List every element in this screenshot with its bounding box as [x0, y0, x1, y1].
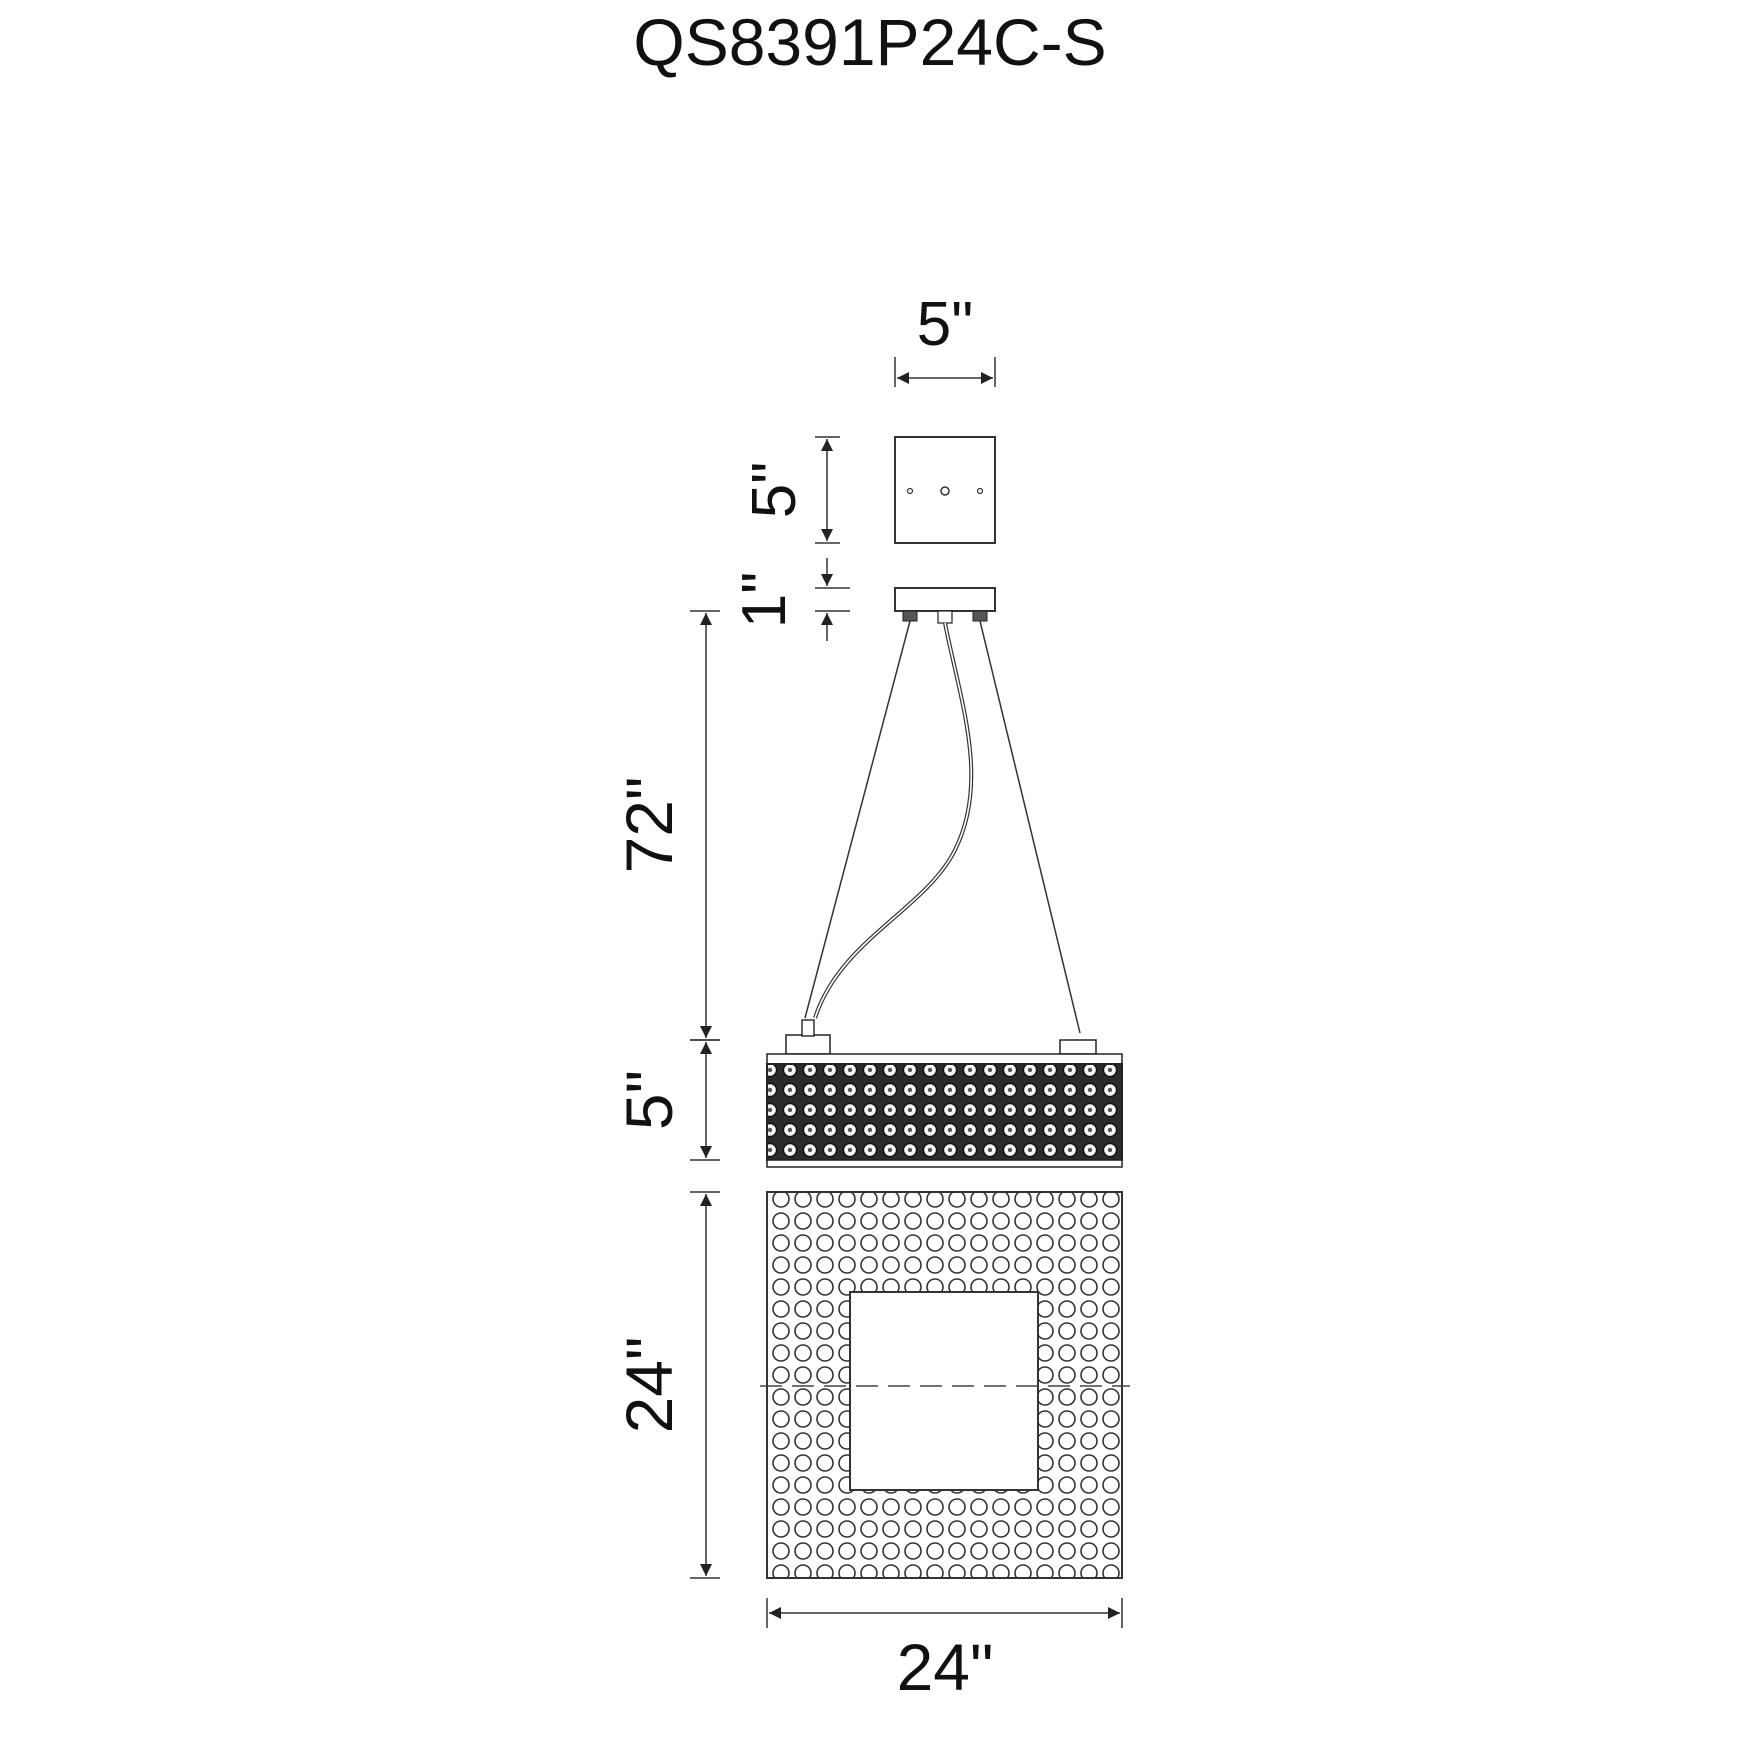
canopy-depth-label: 5"	[740, 462, 809, 519]
fixture-depth-label: 24"	[612, 1337, 686, 1434]
fixture-side-view	[766, 1019, 1123, 1168]
suspension-length-label: 72"	[612, 777, 686, 874]
fixture-width-dimension: 24"	[766, 1598, 1123, 1704]
fixture-depth-dimension: 24"	[612, 1191, 720, 1579]
fixture-bottom-view	[760, 1191, 1130, 1579]
suspension-cables	[804, 620, 1081, 1034]
fixture-height-dimension: 5"	[612, 1039, 720, 1161]
canopy-height-dimension: 1"	[730, 558, 850, 641]
canopy-width-dimension: 5"	[894, 290, 996, 387]
model-number-title: QS8391P24C-S	[633, 5, 1106, 79]
canopy-side-view	[894, 587, 996, 624]
fixture-height-label: 5"	[612, 1070, 686, 1130]
canopy-width-label: 5"	[917, 290, 974, 359]
canopy-top-view	[894, 436, 996, 544]
canopy-depth-dimension: 5"	[740, 436, 840, 544]
canopy-height-label: 1"	[730, 572, 799, 629]
fixture-width-label: 24"	[897, 1630, 994, 1704]
suspension-length-dimension: 72"	[612, 610, 720, 1041]
